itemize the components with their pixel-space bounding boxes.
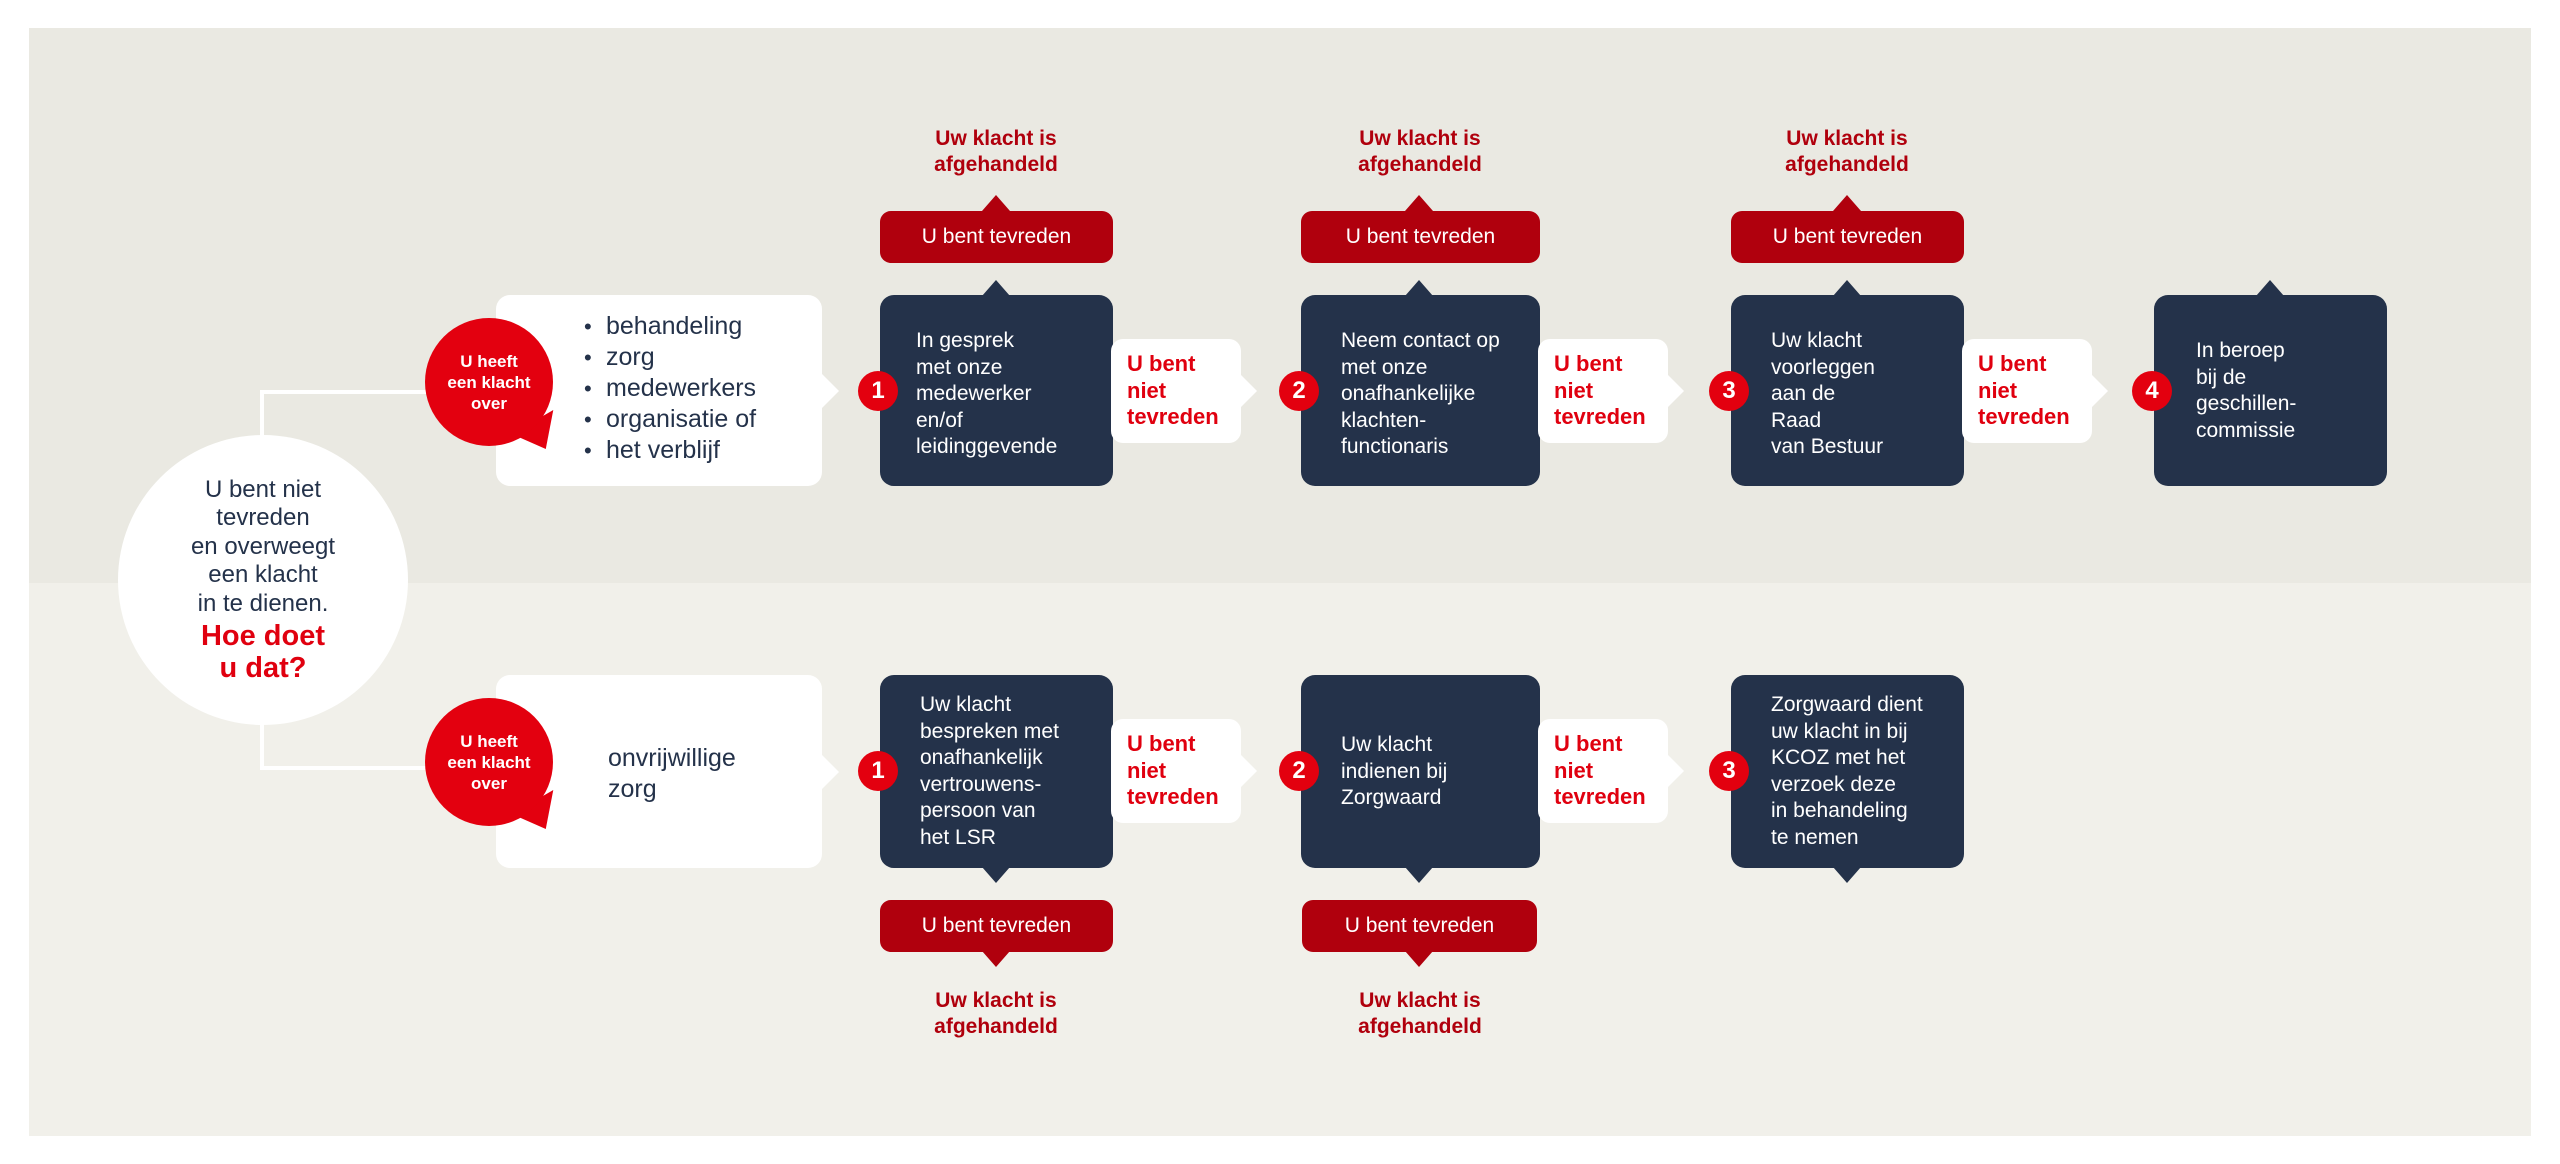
satisfied-pointer [1405, 195, 1433, 211]
not-satisfied-notch [1241, 755, 1257, 787]
handled-label: Uw klacht is afgehandeld [934, 989, 1058, 1038]
handled-label: Uw klacht is afgehandeld [1358, 127, 1482, 176]
topic-card-notch [822, 754, 839, 789]
pointer-up [2256, 280, 2284, 296]
pointer-down [1833, 867, 1861, 883]
not-satisfied-text: U bent niet tevreden [1127, 731, 1219, 809]
background-bottom-band [29, 583, 2531, 1136]
not-satisfied-notch [1241, 375, 1257, 407]
pointer-up [1833, 280, 1861, 296]
not-satisfied-box: U bent niet tevreden [1538, 719, 1684, 823]
topic-involuntary-care: onvrijwillige zorg [608, 744, 736, 803]
topic-card-general: behandeling zorg medewerkers organisatie… [496, 295, 839, 486]
topic-item: het verblijf [584, 435, 756, 466]
satisfied-badge: U bent tevreden [1302, 900, 1537, 952]
satisfied-pointer [1833, 195, 1861, 211]
complaint-bubble-general: U heeft een klacht over [425, 318, 553, 446]
not-satisfied-box: U bent niet tevreden [1111, 719, 1257, 823]
step-4-text: In beroep bij de geschillen- commissie [2196, 339, 2297, 442]
not-satisfied-notch [1668, 375, 1684, 407]
step-2-general: Neem contact op met onze onafhankelijke … [1301, 295, 1540, 486]
topic-item: behandeling [584, 311, 756, 342]
step-2-text: Uw klacht indienen bij Zorgwaard [1341, 733, 1448, 809]
step-3-text: Uw klacht voorleggen aan de Raad van Bes… [1771, 329, 1884, 458]
step-2-involuntary: Uw klacht indienen bij Zorgwaard [1301, 675, 1540, 868]
handled-label: Uw klacht is afgehandeld [934, 127, 1058, 176]
connector-bottom [260, 766, 500, 770]
satisfied-pointer [982, 951, 1010, 967]
pointer-down [982, 867, 1010, 883]
step-1-involuntary: Uw klacht bespreken met onafhankelijk ve… [880, 675, 1113, 868]
pointer-down [1405, 867, 1433, 883]
handled-label: Uw klacht is afgehandeld [1785, 127, 1909, 176]
pointer-up [1405, 280, 1433, 296]
background-top-band [29, 28, 2531, 583]
satisfied-pointer [1405, 951, 1433, 967]
topic-list: behandeling zorg medewerkers organisatie… [584, 311, 756, 466]
not-satisfied-text: U bent niet tevreden [1554, 351, 1646, 429]
satisfied-badge: U bent tevreden [880, 211, 1113, 263]
not-satisfied-text: U bent niet tevreden [1127, 351, 1219, 429]
step-number-3: 3 [1709, 371, 1749, 411]
step-4-general: In beroep bij de geschillen- commissie [2154, 295, 2387, 486]
step-3-involuntary: Zorgwaard dient uw klacht in bij KCOZ me… [1731, 675, 1964, 868]
complaint-bubble-involuntary: U heeft een klacht over [425, 698, 553, 826]
step-2-text: Neem contact op met onze onafhankelijke … [1341, 329, 1500, 458]
topic-item: medewerkers [584, 373, 756, 404]
step-1-text: In gesprek met onze medewerker en/of lei… [916, 329, 1058, 458]
topic-item: zorg [584, 342, 756, 373]
satisfied-badge: U bent tevreden [880, 900, 1113, 952]
step-number-2: 2 [1279, 371, 1319, 411]
step-1-general: In gesprek met onze medewerker en/of lei… [880, 295, 1113, 486]
step-number-2: 2 [1279, 751, 1319, 791]
not-satisfied-text: U bent niet tevreden [1978, 351, 2070, 429]
topic-card-notch [822, 373, 839, 408]
satisfied-badge: U bent tevreden [1731, 211, 1964, 263]
step-number-1: 1 [858, 371, 898, 411]
step-1-text: Uw klacht bespreken met onafhankelijk ve… [920, 693, 1059, 849]
start-circle: U bent niet tevreden en overweegt een kl… [118, 435, 408, 725]
start-text: U bent niet tevreden en overweegt een kl… [190, 475, 336, 617]
step-3-general: Uw klacht voorleggen aan de Raad van Bes… [1731, 295, 1964, 486]
not-satisfied-box: U bent niet tevreden [1962, 339, 2108, 443]
step-number-3: 3 [1709, 751, 1749, 791]
satisfied-badge: U bent tevreden [1301, 211, 1540, 263]
not-satisfied-text: U bent niet tevreden [1554, 731, 1646, 809]
not-satisfied-box: U bent niet tevreden [1538, 339, 1684, 443]
start-question: Hoe doet u dat? [200, 620, 326, 685]
satisfied-pointer [982, 195, 1010, 211]
not-satisfied-notch [1668, 755, 1684, 787]
topic-item: organisatie of [584, 404, 756, 435]
step-3-text: Zorgwaard dient uw klacht in bij KCOZ me… [1771, 693, 1923, 849]
step-number-1: 1 [858, 751, 898, 791]
pointer-up [982, 280, 1010, 296]
handled-label: Uw klacht is afgehandeld [1358, 989, 1482, 1038]
not-satisfied-box: U bent niet tevreden [1111, 339, 1257, 443]
step-number-4: 4 [2132, 371, 2172, 411]
not-satisfied-notch [2092, 375, 2108, 407]
